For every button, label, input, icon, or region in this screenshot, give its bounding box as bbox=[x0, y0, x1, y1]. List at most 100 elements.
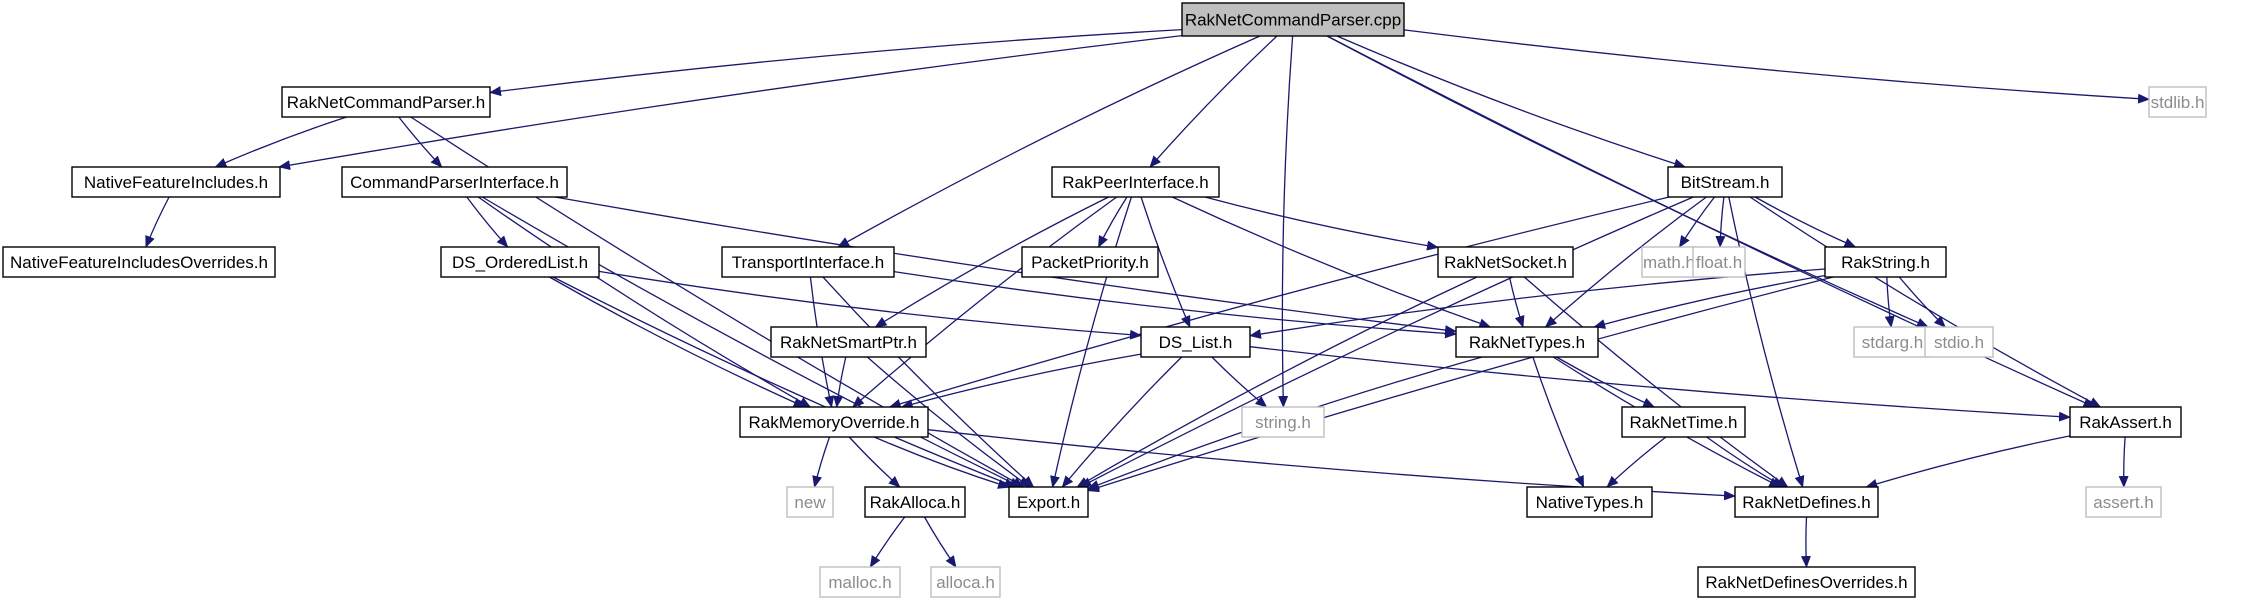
node-box bbox=[2085, 486, 2162, 518]
node-rpi[interactable]: RakPeerInterface.h bbox=[1051, 166, 1220, 198]
node-label: malloc.h bbox=[828, 573, 891, 592]
node-label: NativeFeatureIncludes.h bbox=[84, 173, 268, 192]
edge-cpi-to-rmo bbox=[477, 196, 812, 408]
node-label: RakString.h bbox=[1841, 253, 1930, 272]
node-label: math.h bbox=[1643, 253, 1695, 272]
edge-ti-to-export bbox=[822, 276, 1035, 488]
edge-dsl-to-export bbox=[1061, 356, 1183, 488]
node-math: math.h bbox=[1641, 246, 1697, 278]
edge-root-to-rncp_h bbox=[489, 28, 1183, 97]
node-box bbox=[1924, 326, 1994, 358]
node-rncp-h[interactable]: RakNetCommandParser.h bbox=[281, 86, 491, 118]
edge-ra-to-rnd bbox=[1865, 435, 2071, 489]
node-box bbox=[71, 166, 281, 198]
node-label: RakNetCommandParser.h bbox=[287, 93, 485, 112]
node-box bbox=[819, 566, 901, 598]
node-label: NativeFeatureIncludesOverrides.h bbox=[10, 253, 268, 272]
node-bs[interactable]: BitStream.h bbox=[1667, 166, 1783, 198]
node-rmo[interactable]: RakMemoryOverride.h bbox=[739, 406, 929, 438]
edge-rntime-to-rnd bbox=[1706, 436, 1785, 488]
node-label: RakNetSmartPtr.h bbox=[780, 333, 917, 352]
edge-dsol-to-dsl bbox=[598, 270, 1142, 340]
node-label: string.h bbox=[1255, 413, 1311, 432]
node-label: stdarg.h bbox=[1862, 333, 1923, 352]
edge-ra-to-assert bbox=[2118, 436, 2129, 488]
node-rnd[interactable]: RakNetDefines.h bbox=[1734, 486, 1879, 518]
node-label: BitStream.h bbox=[1681, 173, 1770, 192]
edge-bs-to-export bbox=[1079, 196, 1694, 488]
node-label: NativeTypes.h bbox=[1536, 493, 1644, 512]
node-box bbox=[1697, 566, 1916, 598]
node-box bbox=[1140, 326, 1251, 358]
node-dsol[interactable]: DS_OrderedList.h bbox=[440, 246, 600, 278]
node-box bbox=[786, 486, 834, 518]
edge-rntime-to-nt bbox=[1606, 436, 1667, 488]
node-export[interactable]: Export.h bbox=[1008, 486, 1089, 518]
node-box bbox=[1021, 246, 1159, 278]
edge-rstr-to-rnt bbox=[1593, 274, 1826, 329]
edge-dsl-to-string bbox=[1211, 356, 1268, 408]
edge-root-to-bs bbox=[1336, 35, 1687, 169]
edge-cpi-to-dsol bbox=[466, 196, 509, 248]
edge-dsol-to-rmo bbox=[549, 276, 806, 408]
node-label: PacketPriority.h bbox=[1031, 253, 1149, 272]
edge-root-to-string bbox=[1278, 35, 1294, 408]
graph-nodes: RakNetCommandParser.cppstdlib.hRakNetCom… bbox=[2, 2, 2207, 598]
node-nfi[interactable]: NativeFeatureIncludes.h bbox=[71, 166, 281, 198]
edge-rstr-to-dsl bbox=[1249, 268, 1826, 339]
node-label: DS_OrderedList.h bbox=[452, 253, 588, 272]
edge-root-to-nfi bbox=[278, 34, 1183, 171]
node-nfio[interactable]: NativeFeatureIncludesOverrides.h bbox=[2, 246, 276, 278]
edge-rpi-to-rns bbox=[1204, 196, 1439, 251]
edge-bs-to-rnd bbox=[1728, 196, 1805, 488]
node-rndo[interactable]: RakNetDefinesOverrides.h bbox=[1697, 566, 1916, 598]
node-rnsp[interactable]: RakNetSmartPtr.h bbox=[770, 326, 927, 358]
node-label: RakAssert.h bbox=[2079, 413, 2172, 432]
edge-dsl-to-rmo bbox=[900, 353, 1142, 409]
node-label: RakMemoryOverride.h bbox=[749, 413, 920, 432]
node-pp[interactable]: PacketPriority.h bbox=[1021, 246, 1159, 278]
edge-rpi-to-rnsp bbox=[874, 196, 1109, 328]
node-float: float.h bbox=[1692, 246, 1746, 278]
edge-rpi-to-rmo bbox=[852, 196, 1118, 408]
edge-rmo-to-export bbox=[873, 436, 1010, 489]
node-new: new bbox=[786, 486, 834, 518]
node-rns[interactable]: RakNetSocket.h bbox=[1437, 246, 1574, 278]
node-box bbox=[864, 486, 966, 518]
node-label: RakPeerInterface.h bbox=[1062, 173, 1208, 192]
node-label: RakNetDefines.h bbox=[1742, 493, 1871, 512]
node-box bbox=[1621, 406, 1746, 438]
node-ralloca[interactable]: RakAlloca.h bbox=[864, 486, 966, 518]
node-assert: assert.h bbox=[2085, 486, 2162, 518]
node-rntime[interactable]: RakNetTime.h bbox=[1621, 406, 1746, 438]
edge-rncp_h-to-cpi bbox=[398, 116, 443, 168]
edge-rnd-to-rndo bbox=[1800, 516, 1811, 568]
edge-rnt-to-nt bbox=[1532, 356, 1585, 488]
node-ti[interactable]: TransportInterface.h bbox=[721, 246, 895, 278]
edge-dsl-to-ra bbox=[1249, 346, 2071, 422]
node-dsl[interactable]: DS_List.h bbox=[1140, 326, 1251, 358]
node-rnt[interactable]: RakNetTypes.h bbox=[1455, 326, 1599, 358]
node-label: TransportInterface.h bbox=[732, 253, 884, 272]
node-box bbox=[1824, 246, 1947, 278]
edge-rpi-to-export bbox=[1050, 196, 1133, 488]
node-box bbox=[1008, 486, 1089, 518]
node-root[interactable]: RakNetCommandParser.cpp bbox=[1181, 2, 1405, 37]
node-label: DS_List.h bbox=[1159, 333, 1233, 352]
node-nt[interactable]: NativeTypes.h bbox=[1526, 486, 1653, 518]
edge-bs-to-rmo bbox=[888, 196, 1670, 409]
node-cpi[interactable]: CommandParserInterface.h bbox=[341, 166, 568, 198]
edge-bs-to-rstr bbox=[1754, 196, 1857, 248]
node-box bbox=[1051, 166, 1220, 198]
node-label: new bbox=[794, 493, 826, 512]
edge-rnt-to-rntime bbox=[1555, 356, 1656, 408]
node-ra[interactable]: RakAssert.h bbox=[2069, 406, 2182, 438]
node-label: RakNetCommandParser.cpp bbox=[1185, 11, 1401, 30]
node-rstr[interactable]: RakString.h bbox=[1824, 246, 1947, 278]
node-malloc: malloc.h bbox=[819, 566, 901, 598]
edge-rstr-to-stdio bbox=[1898, 276, 1946, 328]
edge-bs-to-math bbox=[1678, 196, 1716, 248]
edge-rns-to-export bbox=[1076, 276, 1478, 488]
node-label: RakNetSocket.h bbox=[1444, 253, 1567, 272]
